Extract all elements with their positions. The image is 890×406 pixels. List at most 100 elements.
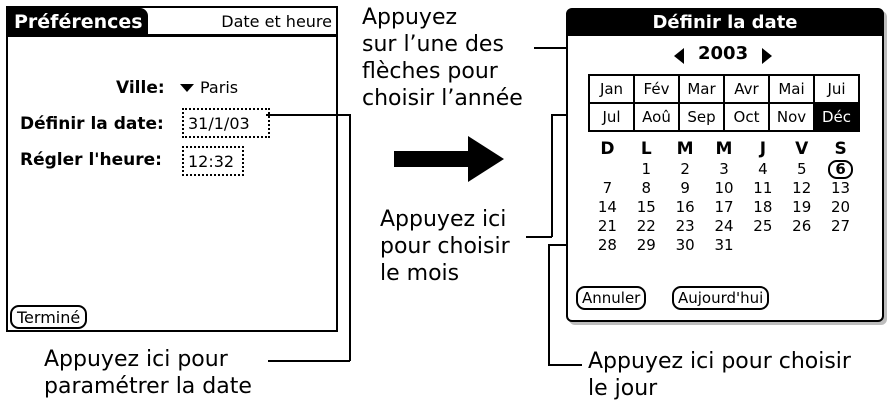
callout-year: Appuyez sur l’une des flèches pour chois… xyxy=(362,4,523,112)
callout-day: Appuyez ici pour choisir le jour xyxy=(588,348,851,402)
callout-line: flèches pour xyxy=(362,59,498,84)
callout-month: Appuyez ici pour choisir le mois xyxy=(380,206,510,287)
done-button[interactable]: Terminé xyxy=(10,305,88,329)
day-cell[interactable]: 9 xyxy=(680,179,690,197)
date-picker-dialog: Définir la date 2003 Jan Fév Mar Avr Mai… xyxy=(566,8,884,322)
day-cell[interactable]: 7 xyxy=(602,179,613,197)
callout-line: sur l’une des xyxy=(362,32,504,57)
month-button[interactable]: Oct xyxy=(724,103,769,131)
leader-line-date-h1 xyxy=(266,114,350,116)
callout-line: Appuyez ici pour choisir xyxy=(588,349,851,374)
day-cell[interactable]: 22 xyxy=(636,217,656,235)
month-button[interactable]: Mai xyxy=(769,75,814,103)
selected-day-value[interactable]: 6 xyxy=(828,160,853,179)
day-cell[interactable]: 24 xyxy=(714,217,734,235)
panel-picker[interactable]: Date et heure xyxy=(221,12,332,31)
week-row: 21 22 23 24 25 26 27 xyxy=(588,217,860,236)
day-cell[interactable]: 18 xyxy=(753,198,773,216)
title-underline xyxy=(8,34,336,37)
leader-line-date-h2 xyxy=(268,360,350,362)
day-cell[interactable]: 4 xyxy=(758,160,768,178)
month-button-selected[interactable]: Déc xyxy=(814,103,859,131)
day-cell[interactable]: 30 xyxy=(675,236,695,254)
day-cell[interactable]: 12 xyxy=(792,179,812,197)
day-cell[interactable]: 23 xyxy=(675,217,695,235)
today-button[interactable]: Aujourd'hui xyxy=(672,286,770,310)
leader-line-date-v xyxy=(349,114,351,361)
set-date-label: Définir la date: xyxy=(20,114,164,134)
month-button[interactable]: Aoû xyxy=(634,103,679,131)
day-cell[interactable]: 13 xyxy=(831,179,851,197)
weekday-label: S xyxy=(834,139,847,159)
callout-line: Appuyez xyxy=(362,5,458,30)
callout-line: le mois xyxy=(380,261,460,286)
leader-line-month-h xyxy=(526,236,552,238)
day-cell[interactable]: 2 xyxy=(680,160,690,178)
callout-line: Appuyez ici xyxy=(380,207,507,232)
preferences-screen: Préférences Date et heure Ville: Paris D… xyxy=(6,6,338,332)
month-button[interactable]: Sep xyxy=(679,103,724,131)
day-cell[interactable]: 10 xyxy=(714,179,734,197)
previous-year-arrow-icon[interactable] xyxy=(674,48,684,64)
callout-line: choisir l’année xyxy=(362,86,523,111)
day-cell[interactable]: 25 xyxy=(753,217,773,235)
weekday-label: D xyxy=(600,139,615,159)
dialog-title: Définir la date xyxy=(568,10,882,36)
day-cell xyxy=(743,236,782,255)
arrow-right-icon xyxy=(394,136,504,182)
day-cell[interactable]: 1 xyxy=(641,160,652,178)
day-cell[interactable]: 20 xyxy=(831,198,851,216)
time-selector[interactable]: 12:32 xyxy=(182,146,244,176)
month-button[interactable]: Jui xyxy=(814,75,859,103)
city-picker[interactable]: Paris xyxy=(200,78,239,97)
preferences-tab-title: Préférences xyxy=(8,8,148,36)
month-button[interactable]: Nov xyxy=(769,103,814,131)
day-cell[interactable]: 14 xyxy=(597,198,617,216)
week-row: 14 15 16 17 18 19 20 xyxy=(588,198,860,217)
day-cell[interactable]: 8 xyxy=(641,179,652,197)
day-cell[interactable]: 26 xyxy=(792,217,812,235)
weekday-label: M xyxy=(715,139,733,159)
week-row: 28 29 30 31 xyxy=(588,236,860,255)
weekday-header: D L M M J V S xyxy=(588,138,860,160)
day-grid: D L M M J V S 1 2 3 4 5 6 7 8 9 10 11 12… xyxy=(588,138,860,255)
day-cell[interactable]: 17 xyxy=(714,198,734,216)
day-cell[interactable]: 15 xyxy=(636,198,656,216)
callout-set-date: Appuyez ici pour paramétrer la date xyxy=(44,346,252,400)
day-cell xyxy=(782,236,821,255)
day-cell-selected[interactable]: 6 xyxy=(821,160,860,179)
day-cell[interactable]: 28 xyxy=(597,236,617,254)
callout-line: paramétrer la date xyxy=(44,374,252,399)
callout-line: le jour xyxy=(588,376,658,401)
dropdown-arrow-icon[interactable] xyxy=(180,84,194,92)
month-button[interactable]: Mar xyxy=(679,75,724,103)
date-selector[interactable]: 31/1/03 xyxy=(182,108,270,138)
day-cell[interactable]: 27 xyxy=(831,217,851,235)
day-cell[interactable]: 11 xyxy=(753,179,773,197)
cancel-button[interactable]: Annuler xyxy=(576,286,647,310)
year-display: 2003 xyxy=(698,43,749,64)
day-cell[interactable]: 19 xyxy=(792,198,812,216)
month-button[interactable]: Avr xyxy=(724,75,769,103)
day-cell[interactable]: 5 xyxy=(796,160,807,178)
month-button[interactable]: Fév xyxy=(634,75,679,103)
week-row: 1 2 3 4 5 6 xyxy=(588,160,860,179)
next-year-arrow-icon[interactable] xyxy=(762,48,772,64)
weekday-label: V xyxy=(795,139,809,159)
city-label: Ville: xyxy=(116,78,165,98)
day-cell[interactable]: 31 xyxy=(714,236,734,254)
callout-line: pour choisir xyxy=(380,234,510,259)
day-cell[interactable]: 3 xyxy=(719,160,729,178)
day-cell[interactable]: 16 xyxy=(675,198,695,216)
leader-line-month-v xyxy=(551,114,553,237)
month-button[interactable]: Jan xyxy=(589,75,634,103)
set-time-label: Régler l'heure: xyxy=(20,150,162,170)
weekday-label: L xyxy=(640,139,652,159)
month-button[interactable]: Jul xyxy=(589,103,634,131)
month-grid: Jan Fév Mar Avr Mai Jui Jul Aoû Sep Oct … xyxy=(588,74,860,132)
day-cell xyxy=(821,236,860,255)
day-cell[interactable]: 29 xyxy=(636,236,656,254)
day-cell[interactable]: 21 xyxy=(597,217,617,235)
callout-line: Appuyez ici pour xyxy=(44,347,228,372)
weekday-label: J xyxy=(759,139,767,159)
